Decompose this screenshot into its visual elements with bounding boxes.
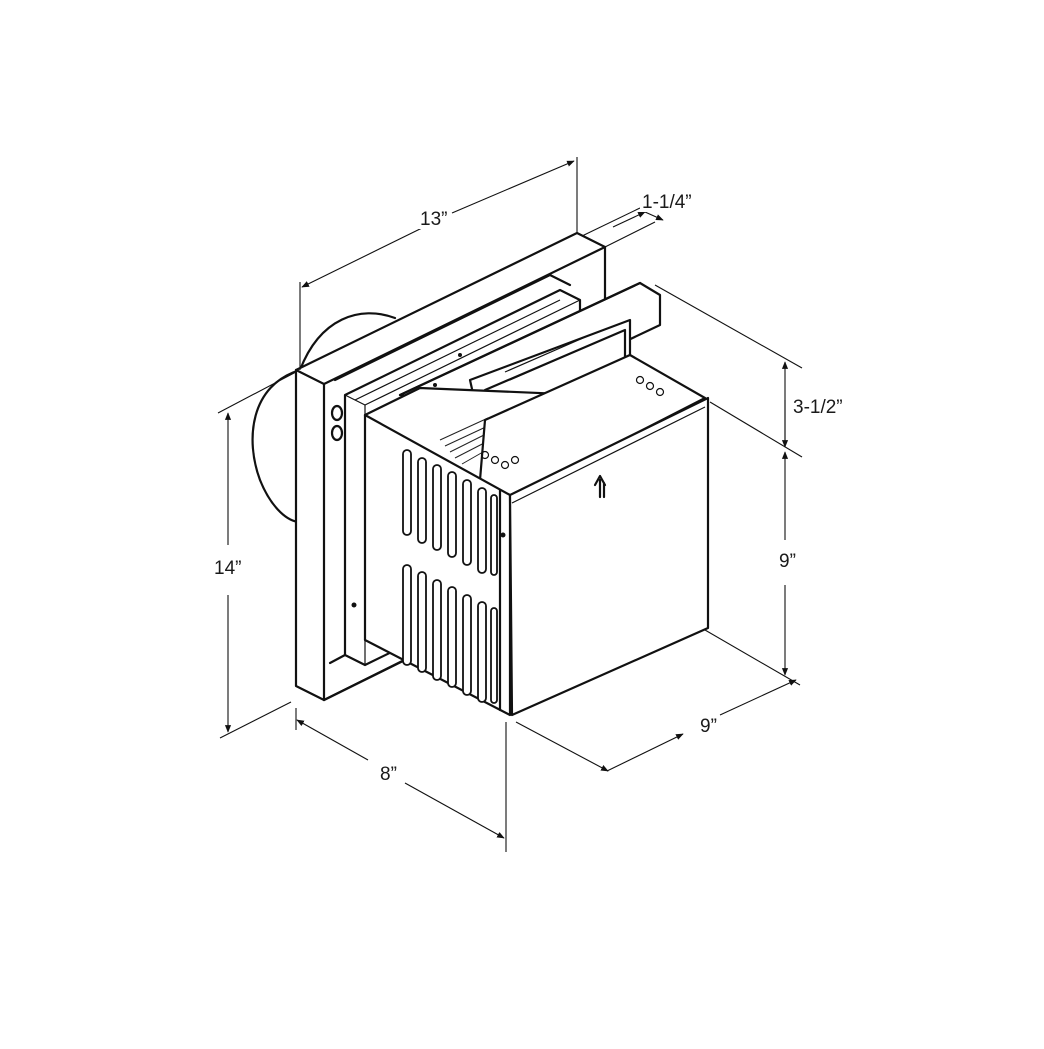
dim-9-bottom [515, 679, 797, 772]
dim-label-14: 14” [212, 558, 244, 579]
dim-14 [217, 371, 297, 739]
dim-vertical-right [654, 284, 803, 686]
dim-label-1-1-4: 1-1/4” [640, 192, 694, 213]
dim-13 [299, 157, 578, 370]
dim-8 [295, 708, 507, 852]
dim-label-3-1-2: 3-1/2” [791, 397, 845, 418]
dim-label-8: 8” [378, 764, 399, 785]
dim-1-1-4 [581, 207, 664, 248]
dim-label-9-vertical: 9” [777, 551, 798, 572]
dim-label-13: 13” [418, 209, 450, 230]
up-arrow-icon [593, 474, 607, 499]
vent-box [363, 353, 710, 717]
pipe-collar [251, 368, 302, 524]
dim-label-9-horizontal: 9” [698, 716, 719, 737]
louver-slots [402, 449, 498, 704]
